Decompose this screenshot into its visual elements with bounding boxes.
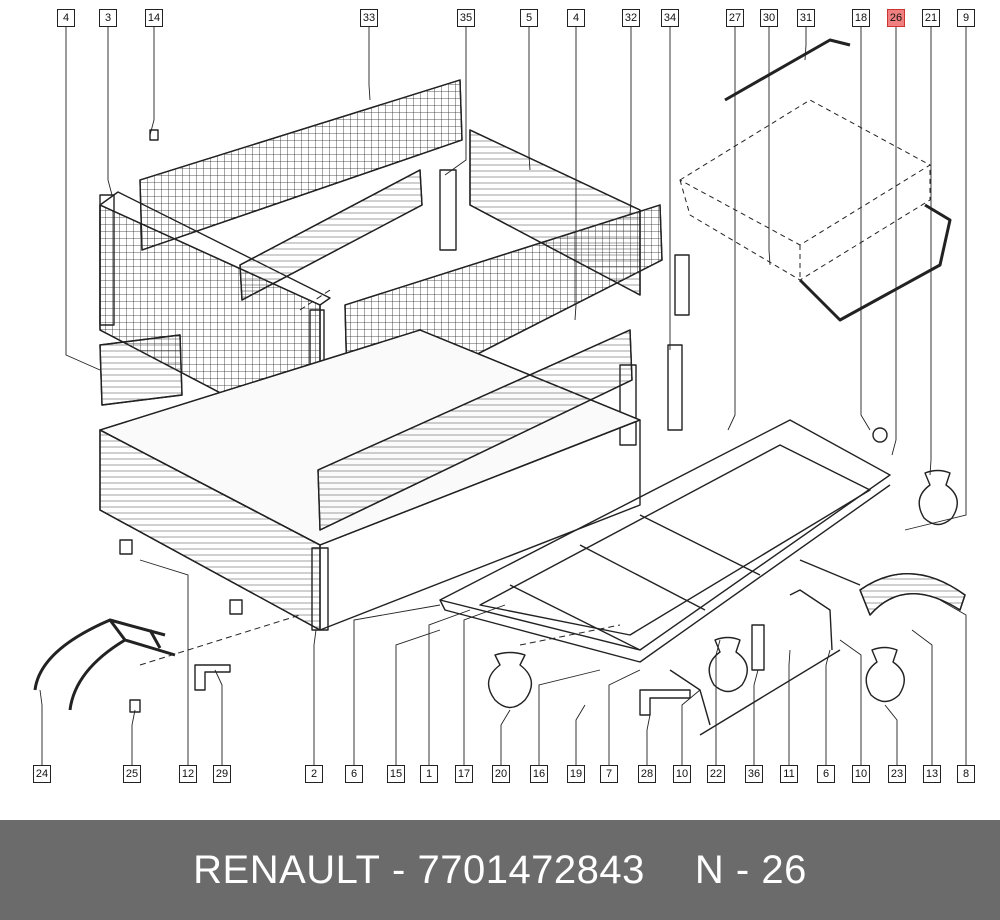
top-callout-18: 18 (852, 9, 870, 27)
bottom-callout-15: 15 (387, 765, 405, 783)
bottom-leader-23 (884, 704, 898, 765)
top-leader-31 (804, 27, 807, 61)
top-leader-4 (574, 27, 577, 321)
bottom-callout-17: 17 (455, 765, 473, 783)
bottom-callout-10: 10 (673, 765, 691, 783)
top-leader-33 (368, 27, 371, 101)
bottom-leader-12 (139, 559, 189, 765)
bottom-leader-10 (839, 639, 862, 765)
tow-bar (33, 618, 176, 711)
bottom-callout-16: 16 (530, 765, 548, 783)
bottom-callout-22: 22 (707, 765, 725, 783)
bottom-leader-6 (825, 649, 831, 765)
bottom-leader-19 (575, 704, 586, 765)
bottom-callout-36: 36 (745, 765, 763, 783)
bottom-callout-8: 8 (957, 765, 975, 783)
bottom-callout-13: 13 (923, 765, 941, 783)
top-leader-9 (904, 27, 967, 531)
mudguard (859, 573, 966, 616)
top-callout-14: 14 (145, 9, 163, 27)
top-callout-31: 31 (797, 9, 815, 27)
bottom-leader-16 (538, 669, 601, 765)
bottom-callout-28: 28 (638, 765, 656, 783)
line-drawing (33, 27, 967, 765)
bottom-leader-10 (681, 689, 701, 765)
top-callout-33: 33 (360, 9, 378, 27)
bottom-leader-8 (939, 599, 967, 765)
top-callout-35: 35 (457, 9, 475, 27)
top-leader-32 (629, 27, 632, 216)
bottom-leader-1 (428, 609, 471, 765)
top-leader-21 (929, 27, 932, 476)
top-leader-18 (860, 27, 871, 431)
mud-flaps (487, 469, 958, 709)
bottom-callout-2: 2 (305, 765, 323, 783)
bottom-callout-25: 25 (123, 765, 141, 783)
corner-posts (99, 169, 690, 446)
bottom-callout-12: 12 (179, 765, 197, 783)
top-leader-26 (891, 27, 897, 456)
top-callout-34: 34 (661, 9, 679, 27)
footer-part-number: 7701472843 (417, 847, 645, 892)
bottom-callout-29: 29 (213, 765, 231, 783)
bottom-callout-10: 10 (852, 765, 870, 783)
bottom-leader-11 (788, 649, 791, 765)
bottom-callout-20: 20 (492, 765, 510, 783)
bottom-callout-23: 23 (888, 765, 906, 783)
top-callout-4: 4 (57, 9, 75, 27)
bottom-leader-20 (500, 709, 511, 765)
bottom-leader-28 (646, 714, 651, 765)
bottom-callout-19: 19 (567, 765, 585, 783)
top-leader-5 (528, 27, 531, 171)
top-leader-14 (149, 27, 155, 136)
footer-bar: RENAULT - 7701472843 N - 26 (0, 820, 1000, 920)
front-drop-board (317, 329, 633, 531)
bottom-leader-15 (395, 629, 441, 765)
bottom-leader-25 (131, 709, 136, 765)
bottom-callout-1: 1 (420, 765, 438, 783)
tarp-frame (679, 99, 931, 281)
top-leader-27 (727, 27, 736, 431)
footer-reference: N - 26 (694, 847, 807, 892)
cargo-bed-platform (99, 329, 641, 631)
bottom-leader-24 (39, 689, 43, 765)
plank-panels-upper (239, 129, 641, 301)
top-leader-30 (768, 27, 771, 266)
bottom-callout-24: 24 (33, 765, 51, 783)
guide-lines (139, 289, 621, 666)
top-callout-21: 21 (922, 9, 940, 27)
bottom-callout-7: 7 (600, 765, 618, 783)
top-leader-35 (444, 27, 467, 176)
bottom-leader-17 (463, 604, 506, 765)
top-callout-3: 3 (99, 9, 117, 27)
leader-lines (39, 27, 967, 765)
bottom-callout-11: 11 (780, 765, 798, 783)
bottom-leader-13 (911, 629, 933, 765)
footer-separator: - (392, 847, 406, 892)
top-callout-27: 27 (726, 9, 744, 27)
bottom-callout-6: 6 (345, 765, 363, 783)
plank-side-board (99, 334, 183, 406)
top-callout-4: 4 (567, 9, 585, 27)
top-leader-3 (107, 27, 113, 196)
bottom-leader-6 (353, 604, 441, 765)
chassis-frame (439, 419, 891, 663)
top-callout-32: 32 (622, 9, 640, 27)
bottom-leader-22 (715, 639, 721, 765)
bottom-leader-29 (214, 669, 223, 765)
top-callout-5: 5 (520, 9, 538, 27)
bottom-leader-7 (608, 669, 641, 765)
bottom-leader-36 (753, 669, 759, 765)
mesh-rear-panel (139, 79, 463, 251)
hoops (724, 38, 952, 322)
top-leader-4 (65, 27, 101, 371)
footer-brand: RENAULT (193, 847, 381, 892)
bottom-callout-6: 6 (817, 765, 835, 783)
bottom-leader-2 (313, 629, 317, 765)
top-callout-26: 26 (887, 9, 905, 27)
top-callout-9: 9 (957, 9, 975, 27)
top-callout-30: 30 (760, 9, 778, 27)
